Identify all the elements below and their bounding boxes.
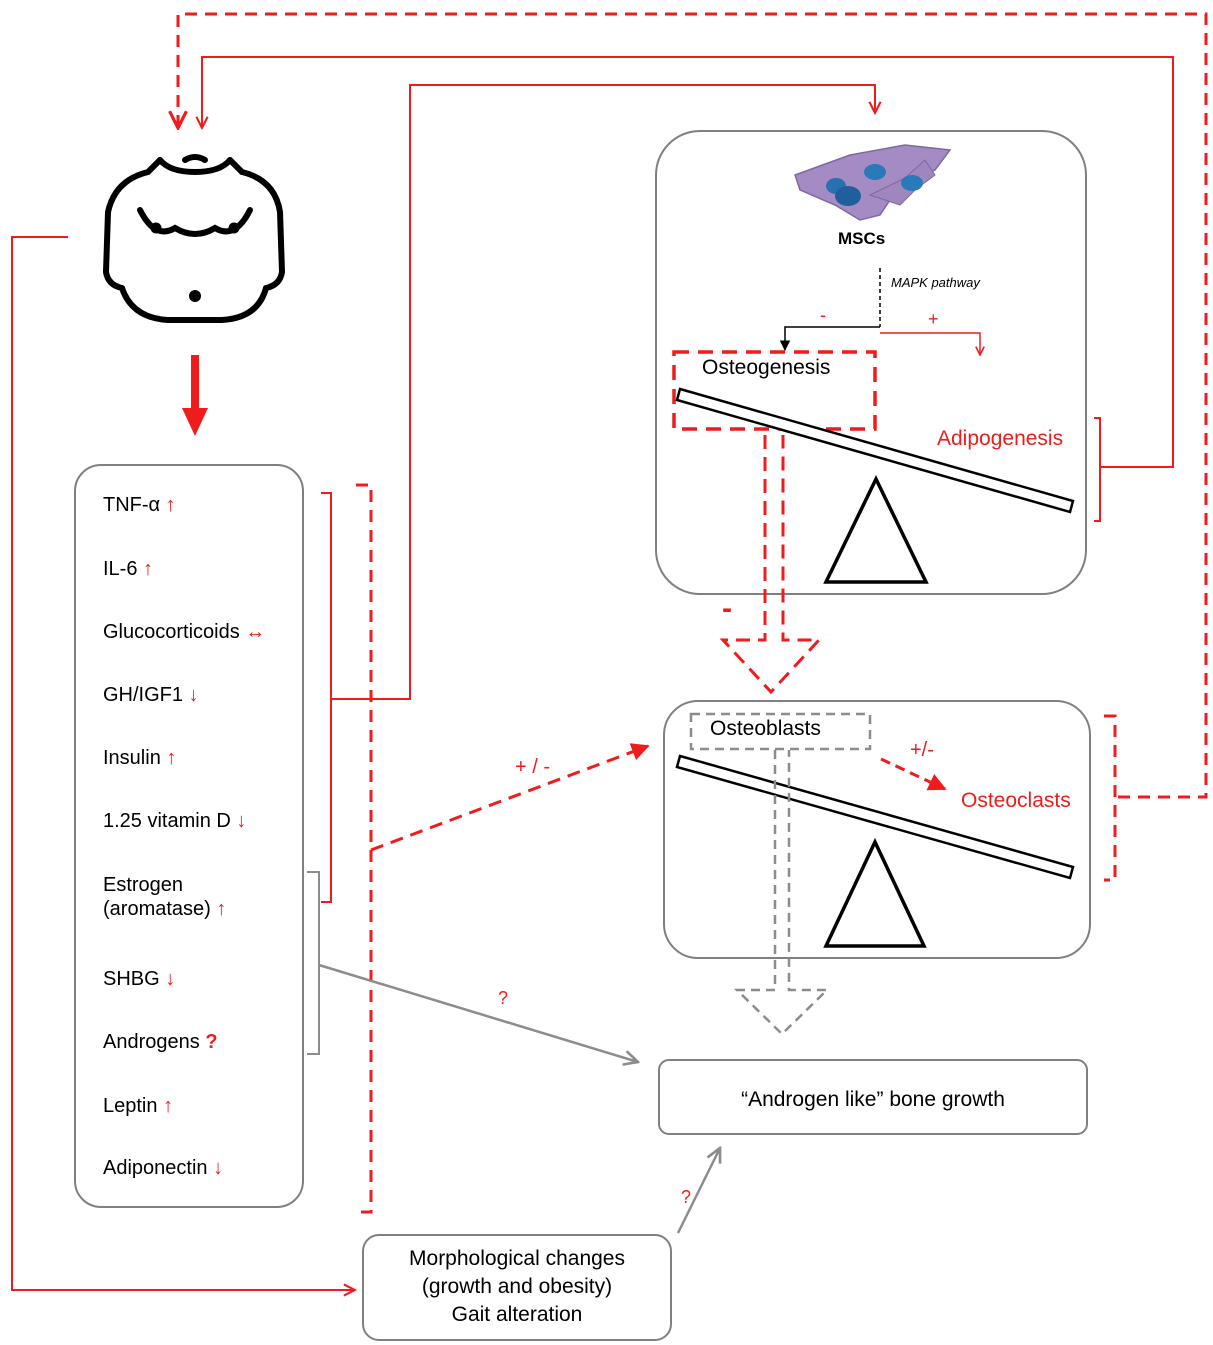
- factor-insulin: Insulin ↑: [103, 747, 177, 769]
- hormones-to-outcome-arrow: [318, 963, 638, 1062]
- msc-to-bone-dashed-arrow: [719, 435, 823, 695]
- osteogenesis-label: Osteogenesis: [702, 356, 831, 379]
- factor-leptin: Leptin ↑: [103, 1095, 174, 1117]
- morph-to-outcome-arrow: [676, 1148, 720, 1234]
- factor-glucocorticoids: Glucocorticoids ↔: [103, 621, 266, 643]
- mscs-label: MSCs: [838, 229, 886, 248]
- osteoblasts-dashed-box: [689, 712, 872, 751]
- morph-label: Morphological changes (growth and obesit…: [363, 1245, 671, 1329]
- msc-seesaw-beam: [675, 387, 1075, 514]
- msc-down-minus-label: -: [722, 592, 732, 625]
- person-to-morph-line: [11, 236, 355, 1290]
- factor-androgens: Androgens ?: [103, 1031, 218, 1053]
- msc-box: [655, 130, 1087, 595]
- bone-seesaw-beam: [675, 754, 1075, 880]
- factors-box: [74, 464, 304, 1208]
- factor-il6: IL-6 ↑: [103, 558, 154, 580]
- factor-estrogen: Estrogen(aromatase) ↑: [103, 874, 227, 920]
- osteoblast-to-osteoclast-arrow: [880, 757, 947, 791]
- factor-gh-igf1: GH/IGF1 ↓: [103, 684, 199, 706]
- bone-effect-label: +/-: [910, 739, 934, 761]
- factors-upper-bracket: [321, 492, 332, 903]
- bone-box: [663, 700, 1091, 959]
- hormones-question-label: ?: [498, 988, 509, 1008]
- adipogenesis-feedback-line: [202, 56, 1174, 468]
- mapk-plus-branch: [880, 332, 980, 355]
- mapk-minus-label: -: [820, 305, 826, 325]
- mapk-pathway-label: MAPK pathway: [891, 275, 980, 290]
- mscs-cells-image: [794, 144, 952, 221]
- factors-all-dashed-bracket: [356, 483, 373, 1214]
- osteogenesis-dashed-box: [672, 350, 877, 431]
- mapk-plus-label: +: [928, 309, 939, 329]
- adipogenesis-label: Adipogenesis: [937, 427, 1064, 450]
- morph-line-1: Morphological changes: [409, 1247, 625, 1270]
- outcome-box: [658, 1059, 1088, 1135]
- factor-adiponectin: Adiponectin ↓: [103, 1157, 224, 1179]
- morph-line-2: (growth and obesity): [421, 1275, 613, 1298]
- factor-tnf: TNF-α ↑: [103, 494, 176, 516]
- osteoblasts-label: Osteoblasts: [710, 717, 821, 740]
- outcome-label: “Androgen like” bone growth: [741, 1088, 1005, 1111]
- factor-effect-label: + / -: [515, 756, 551, 778]
- morph-question-label: ?: [681, 1187, 692, 1207]
- osteoclasts-label: Osteoclasts: [961, 789, 1071, 812]
- factor-shbg: SHBG ↓: [103, 968, 176, 990]
- factors-to-bone-dashed-arrow: [370, 743, 650, 852]
- adipogenesis-bracket: [1094, 417, 1101, 522]
- obese-person-icon: [102, 154, 286, 323]
- mapk-minus-branch: [779, 326, 880, 352]
- msc-seesaw-fulcrum: [823, 474, 929, 584]
- morph-line-3: Gait alteration: [451, 1303, 583, 1326]
- factors-to-msc-line: [331, 84, 875, 700]
- osteoclasts-dashed-bracket: [1104, 714, 1117, 882]
- bone-seesaw-fulcrum: [823, 837, 927, 948]
- bone-to-outcome-dashed-arrow: [733, 750, 831, 1036]
- person-to-factors-arrow: [182, 355, 208, 436]
- factors-hormone-bracket: [307, 871, 320, 1055]
- factor-vitamin-d: 1.25 vitamin D ↓: [103, 810, 247, 832]
- osteoclast-feedback-dashed-loop: [178, 12, 1208, 799]
- morph-box: [362, 1234, 672, 1341]
